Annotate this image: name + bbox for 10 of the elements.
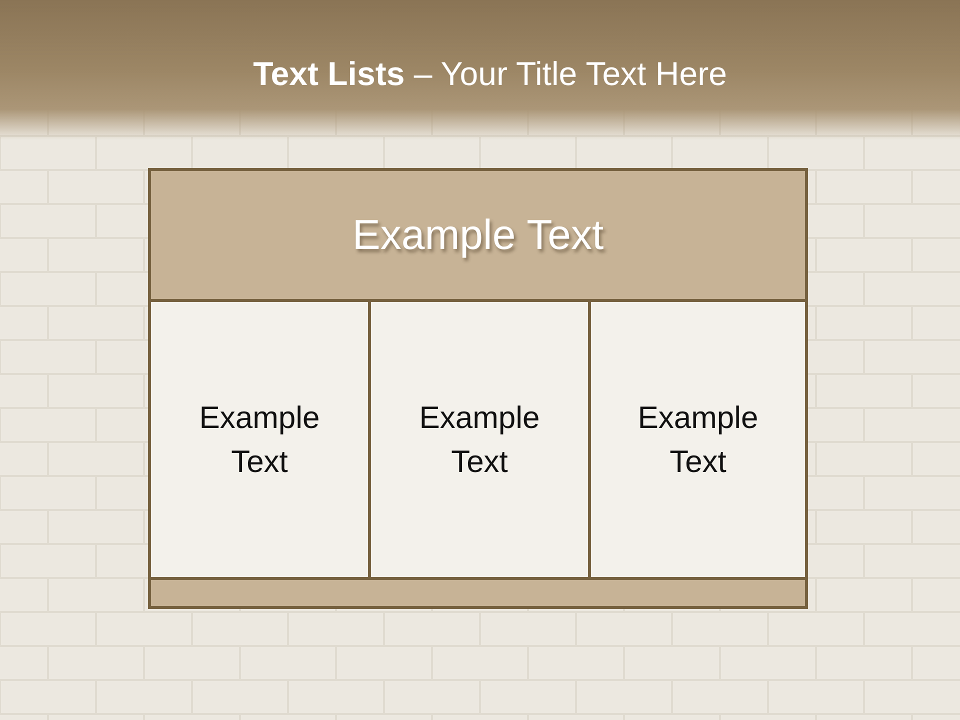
header-panel: [148, 168, 808, 302]
column-panel: [148, 299, 371, 580]
column-text: Example Text: [418, 398, 541, 480]
column-panel: [588, 299, 808, 580]
slide-title: Text Lists – Your Title Text Here: [252, 54, 728, 94]
header-text: Example Text: [352, 210, 604, 260]
footer-bar: [148, 577, 808, 609]
column-panel: [368, 299, 591, 580]
column-text: Example Text: [198, 398, 321, 480]
column-text: Example Text: [636, 398, 760, 480]
